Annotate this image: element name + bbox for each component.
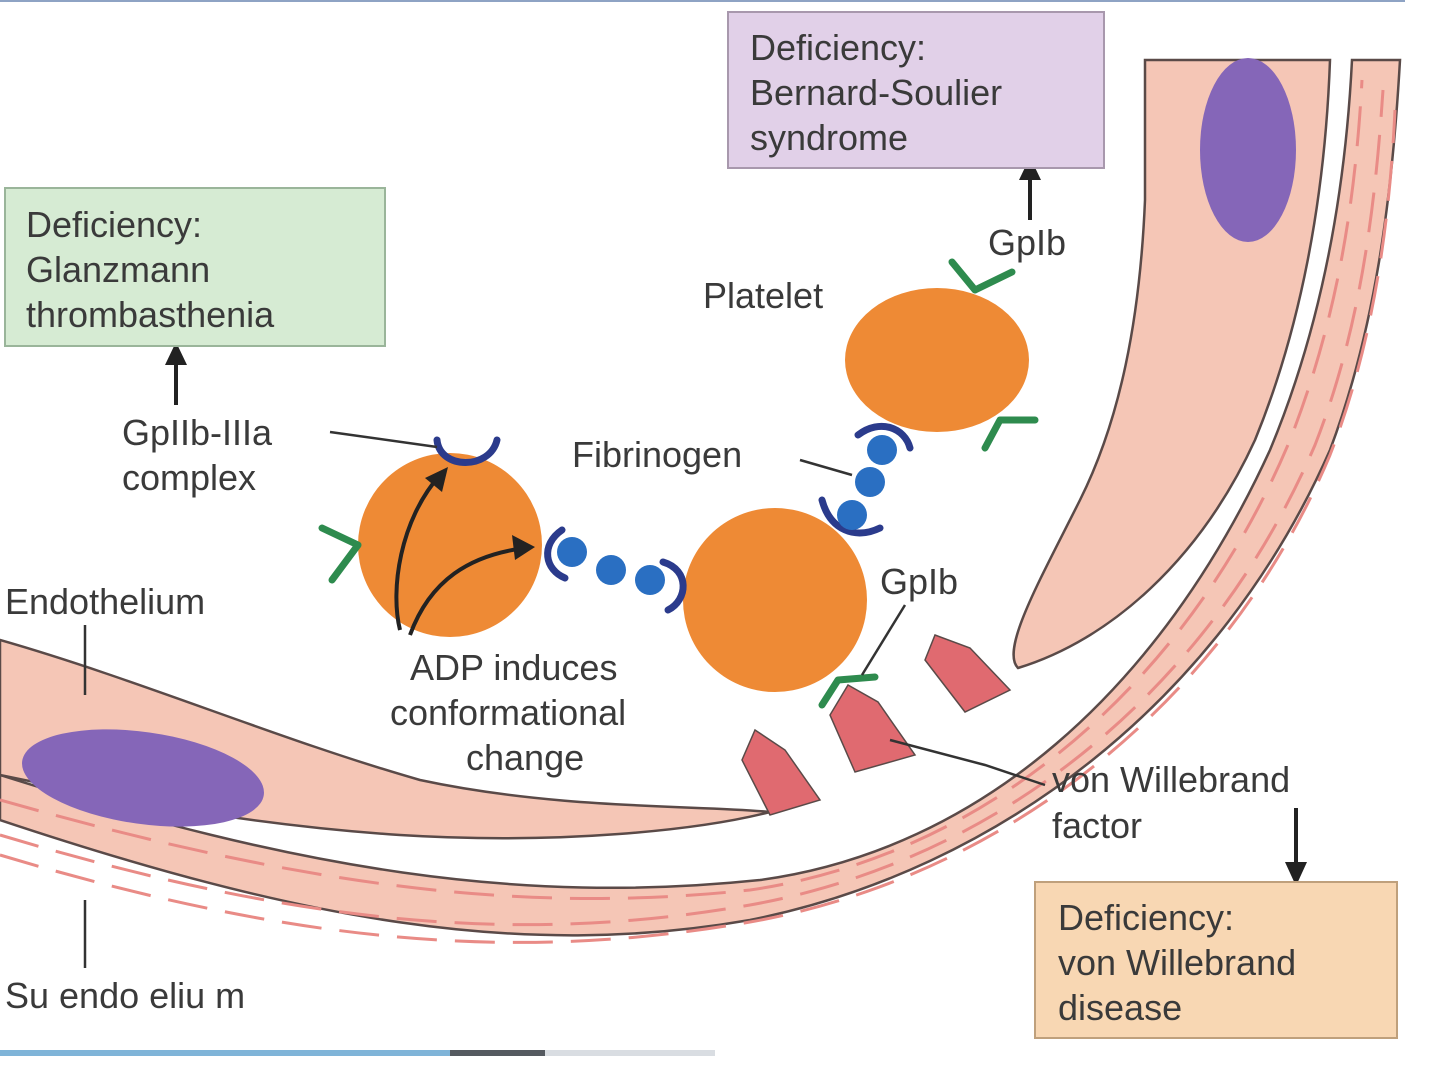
svg-text:syndrome: syndrome <box>750 117 908 158</box>
gpib-receptor <box>318 524 362 584</box>
platelet-top <box>845 288 1029 432</box>
bottom-bar-light <box>545 1050 715 1056</box>
adp-arrow <box>394 473 442 631</box>
gpiib-iiia-receptor <box>854 422 914 452</box>
label-vwf-line2: factor <box>1052 805 1142 846</box>
gpiib-iiia-receptor <box>818 496 884 537</box>
label-adp-line1: ADP induces <box>410 647 617 688</box>
wall-fiber-line <box>0 89 1385 927</box>
nucleus-right <box>1200 58 1296 242</box>
adp-arrowhead <box>425 467 448 492</box>
von-willebrand-disease-box: Deficiency: von Willebrand disease <box>1034 881 1398 1039</box>
leader-vwf <box>889 738 1046 787</box>
svg-text:von Willebrand: von Willebrand <box>1058 942 1296 983</box>
platelet-middle <box>683 508 867 692</box>
vwf-pillar <box>829 683 917 773</box>
gpib-receptor <box>818 673 879 709</box>
gpiib-iiia-receptor <box>659 558 687 614</box>
fibrinogen-chain-vertical <box>837 435 897 530</box>
svg-text:Bernard-Soulier: Bernard-Soulier <box>750 72 1002 113</box>
subendothelium-band <box>0 58 1402 937</box>
arrow-to-glanzmann-head <box>165 342 187 365</box>
wall-fiber-line <box>0 79 1364 900</box>
svg-text:Deficiency:: Deficiency: <box>1058 897 1234 938</box>
adp-arrowhead <box>512 535 535 560</box>
fibrinogen-chain-horizontal <box>557 537 665 595</box>
label-adp-line3: change <box>466 737 584 778</box>
gpib-receptor <box>948 258 1016 294</box>
label-gpiib-iiia: GpIIb-IIIa <box>122 412 273 453</box>
label-vwf-line1: von Willebrand <box>1052 759 1290 800</box>
svg-text:thrombasthenia: thrombasthenia <box>26 294 275 335</box>
gpiib-iiia-receptor <box>433 436 501 466</box>
bottom-bar-dark <box>450 1050 545 1056</box>
gpiib-iiia-receptor <box>544 526 569 582</box>
platelet-left <box>358 453 542 637</box>
svg-text:Glanzmann: Glanzmann <box>26 249 210 290</box>
bottom-bar-blue <box>0 1050 450 1056</box>
label-platelet: Platelet <box>703 275 823 316</box>
label-gpib-top: GpIb <box>988 222 1066 263</box>
leader-fibrinogen <box>799 458 853 477</box>
leader-gpiib-iiia <box>329 430 438 449</box>
svg-text:Deficiency:: Deficiency: <box>750 27 926 68</box>
vwf-pillar <box>924 634 1012 713</box>
bernard-soulier-box: Deficiency: Bernard-Soulier syndrome <box>727 11 1105 169</box>
vwf-pillar <box>741 728 822 816</box>
label-subendothelium: Su endo eliu m <box>5 975 245 1016</box>
glanzmann-box: Deficiency: Glanzmann thrombasthenia <box>4 187 386 347</box>
label-gpib-mid: GpIb <box>880 561 958 602</box>
arrow-to-vwd-head <box>1285 862 1307 886</box>
adp-arrow <box>408 546 526 636</box>
svg-text:disease: disease <box>1058 987 1182 1028</box>
label-adp-line2: conformational <box>390 692 626 733</box>
wall-fiber-line <box>0 109 1397 944</box>
svg-text:Deficiency:: Deficiency: <box>26 204 202 245</box>
label-gpiib-iiia-complex: complex <box>122 457 256 498</box>
nucleus-left <box>22 729 264 827</box>
label-endothelium: Endothelium <box>5 581 205 622</box>
label-fibrinogen: Fibrinogen <box>572 434 742 475</box>
leader-gpib-mid <box>860 604 907 676</box>
gpib-receptor <box>981 416 1039 452</box>
